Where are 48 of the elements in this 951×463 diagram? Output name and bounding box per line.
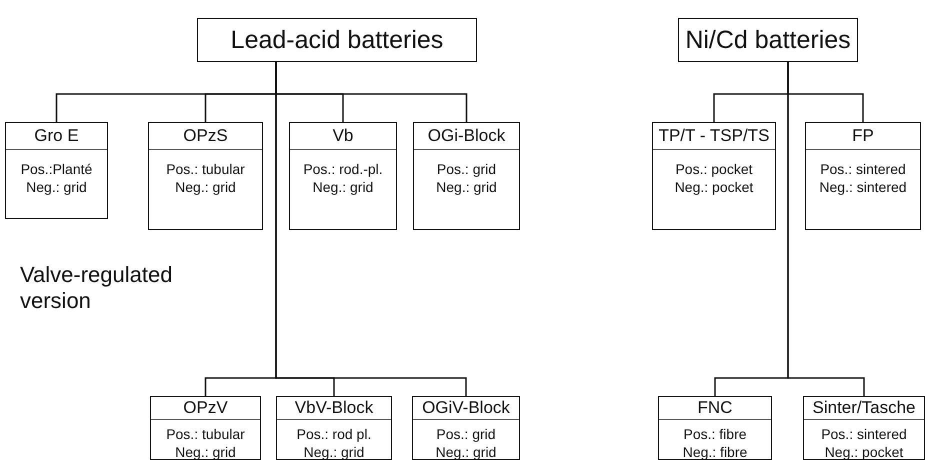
category-box: Lead-acid batteries <box>197 18 477 62</box>
electrode-spec: Pos.: sintered <box>820 425 908 443</box>
battery-type-box <box>276 396 392 460</box>
battery-type-box <box>803 396 925 460</box>
electrode-spec: Neg.: grid <box>302 443 366 461</box>
battery-type-name: OGiV-Block <box>413 397 519 420</box>
electrode-spec: Pos.: rod pl. <box>296 425 372 443</box>
electrode-spec: Neg.: pocket <box>824 443 904 461</box>
category-box: Ni/Cd batteries <box>678 18 858 62</box>
electrode-spec: Neg.: grid <box>434 443 498 461</box>
battery-type-box <box>413 122 520 230</box>
electrode-spec: Neg.: pocket <box>674 178 754 196</box>
battery-type-box <box>805 122 921 230</box>
battery-type-name: OPzS <box>149 123 262 150</box>
electrode-spec: Neg.: grid <box>174 443 237 461</box>
electrode-spec: Neg.: grid <box>435 178 498 196</box>
battery-type-box <box>5 122 108 219</box>
battery-type-name: FP <box>806 123 920 150</box>
electrode-spec: Pos.: grid <box>436 160 498 178</box>
electrode-spec: Pos.: pocket <box>674 160 754 178</box>
electrode-spec: Pos.: rod.-pl. <box>302 160 384 178</box>
electrode-spec: Pos.: sintered <box>819 160 907 178</box>
electrode-spec: Pos.:Planté <box>20 160 94 178</box>
battery-type-box <box>658 396 772 460</box>
battery-type-box <box>150 396 261 460</box>
electrode-spec: Neg.: grid <box>312 178 374 196</box>
battery-type-box <box>148 122 263 230</box>
battery-type-box <box>289 122 397 230</box>
battery-type-name: OGi-Block <box>414 123 519 150</box>
electrode-spec: Neg.: sintered <box>818 178 908 196</box>
electrode-spec: Neg.: grid <box>174 178 237 196</box>
electrode-spec: Pos.: tubular <box>165 160 246 178</box>
electrode-spec: Pos.: fibre <box>682 425 748 443</box>
battery-type-box <box>652 122 776 230</box>
group-label: Valve-regulated version <box>20 262 174 314</box>
battery-type-name: Vb <box>290 123 396 150</box>
connector-line <box>787 62 865 396</box>
electrode-spec: Neg.: grid <box>25 178 88 196</box>
battery-type-name: FNC <box>659 397 771 420</box>
electrode-spec: Neg.: fibre <box>682 443 748 461</box>
battery-type-name: VbV-Block <box>277 397 391 420</box>
battery-type-name: Gro E <box>6 123 107 150</box>
battery-type-box <box>412 396 520 460</box>
battery-type-name: Sinter/Tasche <box>804 397 924 420</box>
battery-type-name: OPzV <box>151 397 260 420</box>
electrode-spec: Pos.: grid <box>435 425 497 443</box>
battery-type-name: TP/T - TSP/TS <box>653 123 775 150</box>
electrode-spec: Pos.: tubular <box>165 425 246 443</box>
